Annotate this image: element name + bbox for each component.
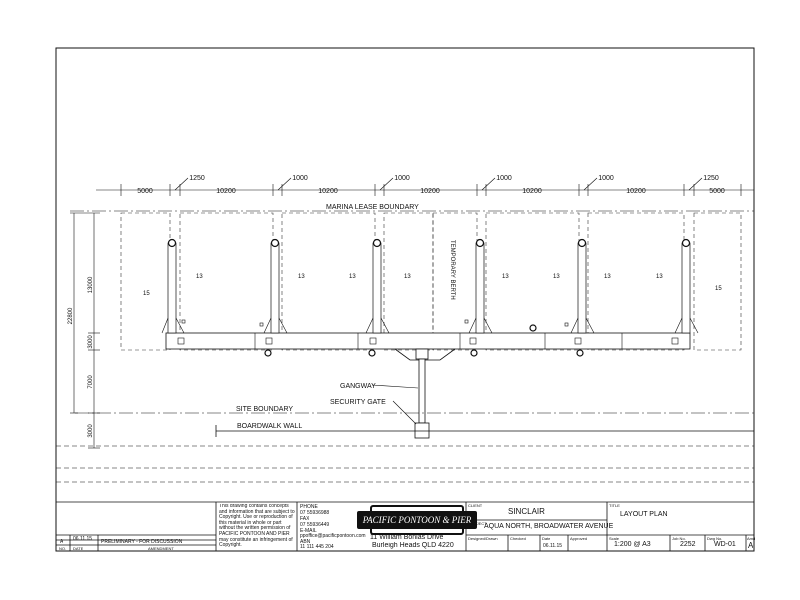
contact-fax: 07 55936449 bbox=[300, 522, 330, 528]
job-value: 2252 bbox=[680, 541, 696, 548]
walkway-hatches bbox=[177, 337, 679, 345]
client-value: SINCLAIR bbox=[508, 507, 545, 516]
berth-number: 13 bbox=[604, 274, 611, 280]
amendment-header-date: DATE bbox=[73, 546, 84, 551]
date-value: 06.11.15 bbox=[543, 543, 563, 549]
dim-left-4: 7000 bbox=[88, 375, 94, 389]
dim-sub-3: 1000 bbox=[394, 175, 410, 182]
dwg-label: Dwg No. bbox=[707, 536, 723, 541]
project-value: AQUA NORTH, BROADWATER AVENUE bbox=[484, 523, 614, 530]
cleats bbox=[181, 319, 569, 327]
finger-knees bbox=[161, 317, 699, 334]
piles bbox=[167, 238, 691, 357]
berth-number: 13 bbox=[349, 274, 356, 280]
designed-label: Designed/Drawn bbox=[468, 536, 498, 541]
dim-left-5: 3000 bbox=[88, 424, 94, 438]
dwg-value: WD-01 bbox=[714, 541, 736, 548]
amendment-header-no: NO. bbox=[59, 546, 67, 551]
gangway-label: GANGWAY bbox=[340, 383, 376, 390]
top-dimension-chain bbox=[96, 177, 754, 196]
approved-label: Approved bbox=[570, 536, 588, 541]
dim-top-6: 10200 bbox=[626, 188, 646, 195]
amd-value: A bbox=[748, 541, 754, 550]
client-label: CLIENT bbox=[468, 503, 483, 508]
contact-abn-label: ABN bbox=[300, 539, 311, 545]
title-value: LAYOUT PLAN bbox=[620, 511, 668, 518]
copyright-notice: This drawing contains concepts and infor… bbox=[219, 504, 295, 549]
company-address-line1: 11 William Bonlas Drive bbox=[370, 534, 444, 541]
berth-number: 13 bbox=[502, 274, 509, 280]
company-address-line2: Burleigh Heads QLD 4220 bbox=[372, 542, 454, 549]
dim-top-1: 5000 bbox=[137, 188, 153, 195]
contact-email-label: E-MAIL bbox=[300, 528, 317, 534]
dim-sub-2: 1000 bbox=[292, 175, 308, 182]
dim-top-5: 10200 bbox=[522, 188, 542, 195]
company-logo-text: PACIFIC PONTOON & PIER bbox=[356, 511, 478, 529]
temporary-berth-label: TEMPORARY BERTH bbox=[449, 240, 455, 300]
gangway-leader bbox=[371, 384, 419, 389]
security-gate-label: SECURITY GATE bbox=[330, 399, 386, 406]
dim-left-3: 3000 bbox=[88, 335, 94, 349]
checked-label: Checked bbox=[510, 536, 526, 541]
walkway-joints bbox=[254, 333, 623, 349]
berth-number: 13 bbox=[298, 274, 305, 280]
contact-email: ppoffice@pacificpontoon.com bbox=[300, 533, 366, 539]
dim-top-4: 10200 bbox=[420, 188, 440, 195]
dim-sub-1: 1250 bbox=[189, 175, 205, 182]
dim-top-3: 10200 bbox=[318, 188, 338, 195]
amendment-text: PRELIMINARY - FOR DISCUSSION bbox=[101, 539, 183, 545]
finger-pontoons bbox=[167, 242, 691, 334]
berth-number: 13 bbox=[196, 274, 203, 280]
berth-number: 15 bbox=[143, 291, 150, 297]
gangway-drawing bbox=[394, 348, 456, 439]
job-label: Job No. bbox=[672, 536, 686, 541]
title-block-frame bbox=[56, 501, 754, 551]
date-label: Date bbox=[542, 536, 551, 541]
dim-sub-4: 1000 bbox=[496, 175, 512, 182]
berth-number: 13 bbox=[656, 274, 663, 280]
dim-left-2: 22800 bbox=[68, 307, 74, 324]
amendment-header-amendment: AMENDMENT bbox=[148, 546, 174, 551]
title-label: TITLE bbox=[609, 503, 620, 508]
dim-sub-5: 1000 bbox=[598, 175, 614, 182]
amd-label: Amd bbox=[747, 536, 756, 541]
main-walkway bbox=[165, 332, 691, 350]
berth-number: 13 bbox=[404, 274, 411, 280]
dim-sub-6: 1250 bbox=[703, 175, 719, 182]
berth-number: 13 bbox=[553, 274, 560, 280]
project-label: PROJECT bbox=[468, 521, 487, 526]
amendment-date: 06.11.15 bbox=[73, 536, 93, 542]
drawing-border bbox=[55, 47, 755, 552]
boardwalk-wall-label: BOARDWALK WALL bbox=[237, 423, 302, 430]
contact-abn: 11 111 445 204 bbox=[300, 544, 334, 550]
scale-label: Scale bbox=[609, 536, 620, 541]
contact-phone-label: PHONE bbox=[300, 504, 318, 510]
dim-left-1: 13000 bbox=[88, 276, 94, 293]
site-boundary-label: SITE BOUNDARY bbox=[236, 406, 293, 413]
contact-phone: 07 55936988 bbox=[300, 510, 330, 516]
scale-value: 1:200 @ A3 bbox=[614, 541, 651, 548]
dim-top-7: 5000 bbox=[709, 188, 725, 195]
security-gate-leader bbox=[392, 400, 417, 425]
berth-outlines bbox=[120, 212, 742, 351]
company-logo: PACIFIC PONTOON & PIER bbox=[356, 505, 478, 535]
marina-lease-boundary-label: MARINA LEASE BOUNDARY bbox=[326, 204, 419, 211]
left-dimension-chain bbox=[70, 212, 100, 449]
dim-top-2: 10200 bbox=[216, 188, 236, 195]
amendment-rev: A bbox=[60, 539, 64, 545]
contact-fax-label: FAX bbox=[300, 516, 310, 522]
berth-number: 15 bbox=[715, 286, 722, 292]
